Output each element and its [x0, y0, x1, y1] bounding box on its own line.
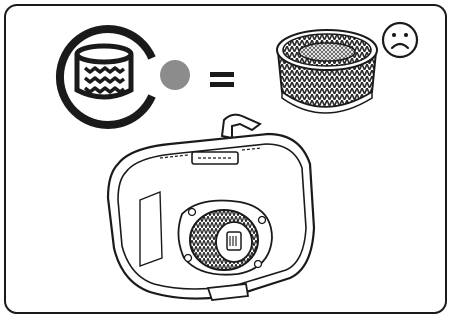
equals-sign — [210, 70, 236, 90]
filter-cartridge-illustration — [272, 22, 382, 118]
gray-status-dot — [158, 58, 192, 92]
device-with-filter-illustration — [100, 108, 330, 308]
sad-face-icon — [380, 20, 420, 60]
